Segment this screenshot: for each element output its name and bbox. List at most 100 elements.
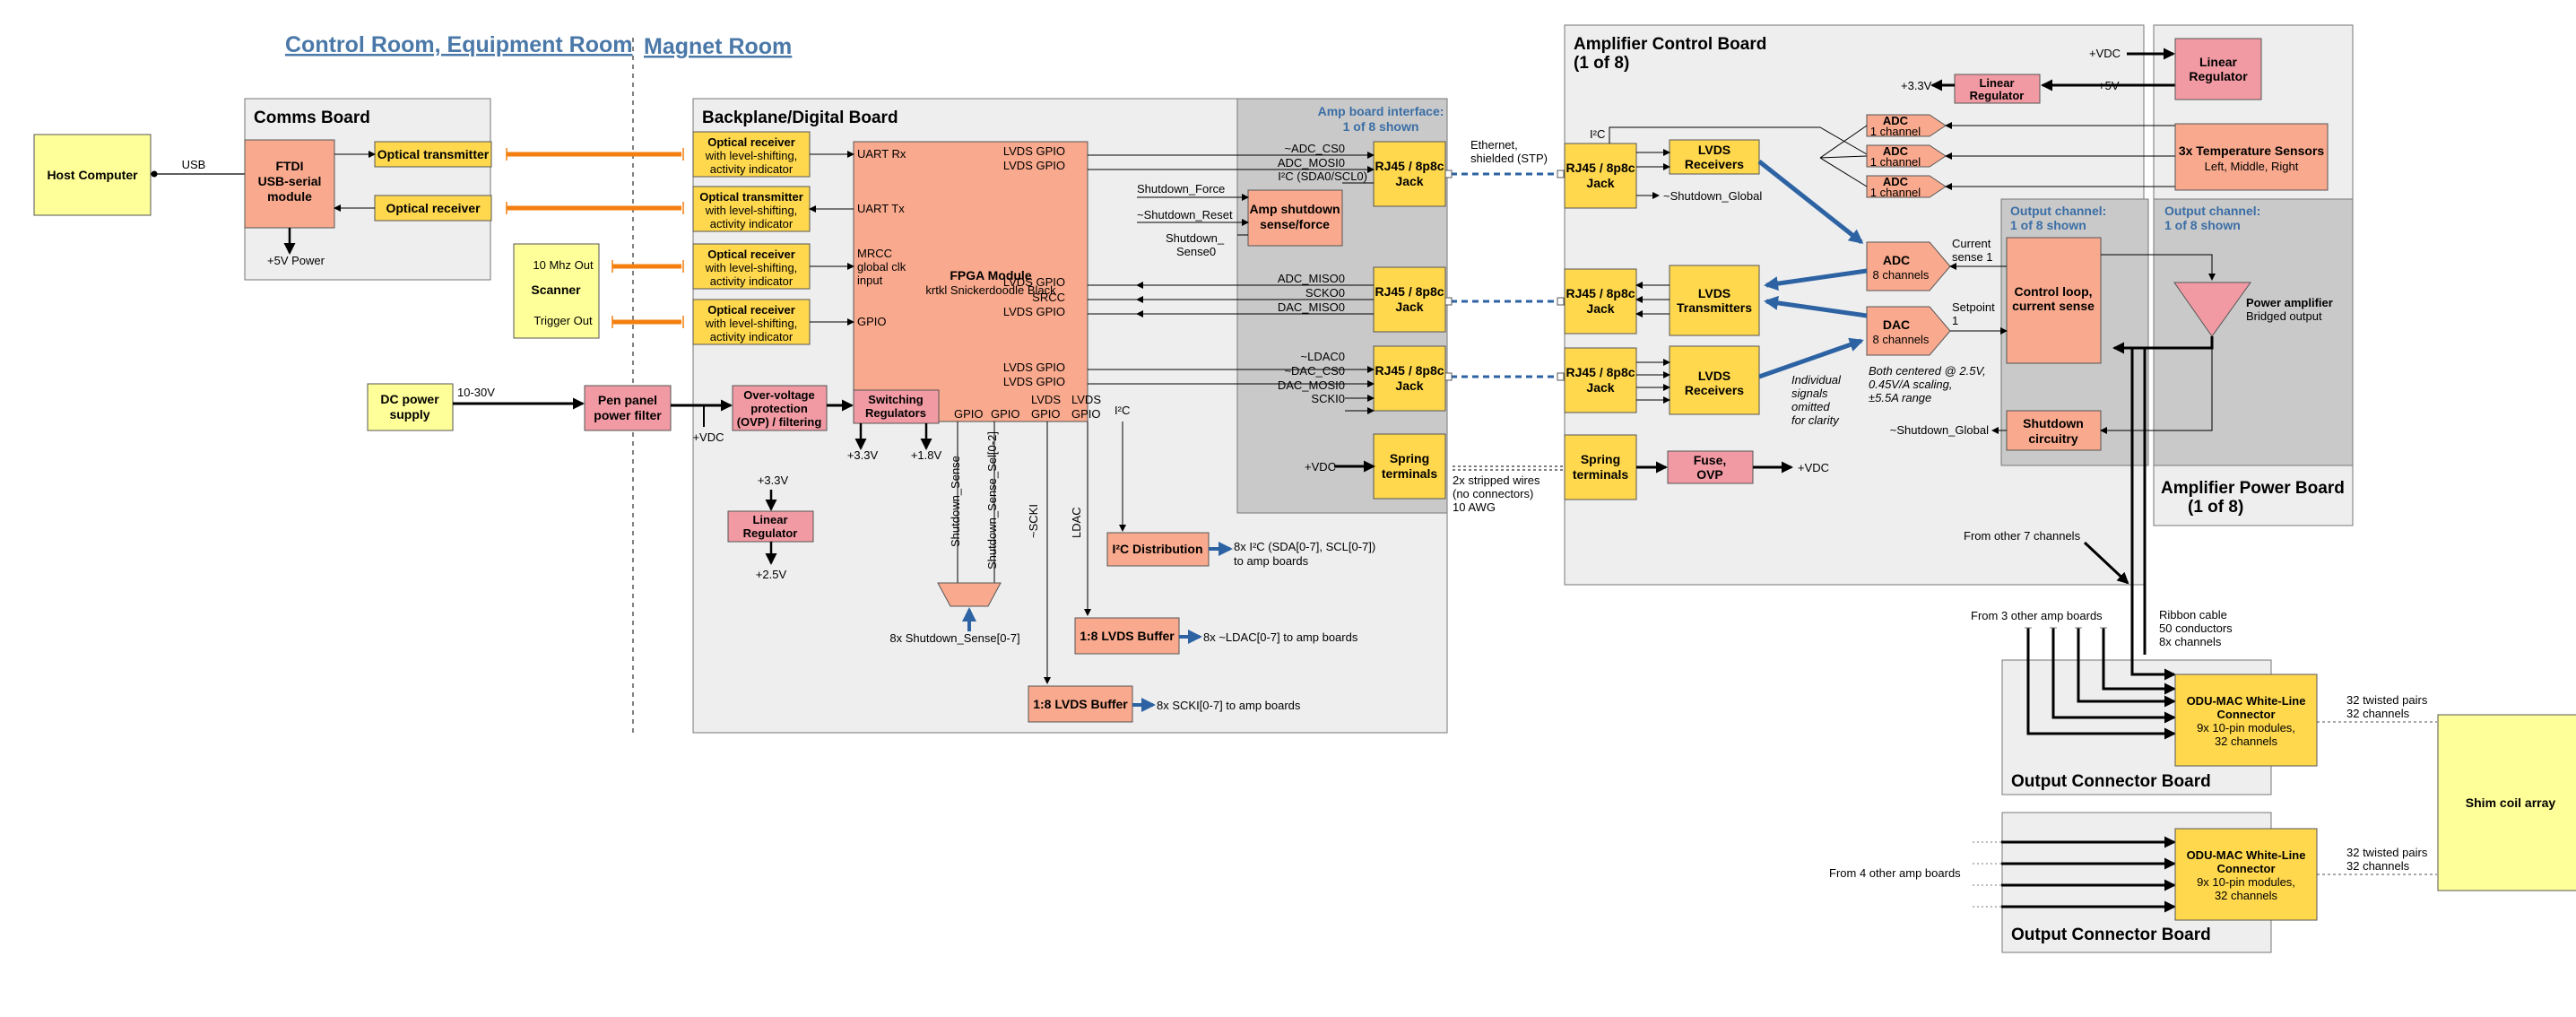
- i2c-sda0-label: I²C (SDA0/SCL0): [1278, 170, 1367, 183]
- svg-text:GPIO: GPIO: [1031, 407, 1061, 421]
- svg-text:Linear: Linear: [1979, 76, 2014, 90]
- output-connector-board-2-title: Output Connector Board: [2011, 926, 2211, 944]
- ribbon-lines-board-1: [2026, 628, 2176, 740]
- fpga-uart-tx-pin: UART Tx: [857, 202, 905, 215]
- shutdown-circuitry-block: Shutdown circuitry: [2006, 410, 2102, 451]
- shutdown-sense0-label-2: Sense0: [1176, 245, 1216, 258]
- vdc-label-amp: +VDC: [1798, 461, 1829, 474]
- svg-text:LVDS: LVDS: [1698, 143, 1730, 157]
- svg-text:sense/force: sense/force: [1260, 217, 1330, 231]
- over-voltage-protection-block: Over-voltage protection (OVP) / filterin…: [732, 385, 828, 431]
- svg-text:LVDS GPIO: LVDS GPIO: [1003, 159, 1065, 172]
- svg-text:Jack: Jack: [1395, 378, 1423, 393]
- current-sense-label-1: Current: [1952, 237, 1991, 250]
- vdc-label-backplane: +VDC: [692, 430, 724, 444]
- optical-receiver-clk-block: Optical receiver with level-shifting, ac…: [692, 243, 811, 290]
- usb-label: USB: [182, 158, 206, 171]
- ethernet-label-2: shielded (STP): [1470, 152, 1548, 165]
- shutdown-sense-07-label: 8x Shutdown_Sense[0-7]: [889, 631, 1019, 645]
- amp-to-shutdown-line: [2100, 336, 2213, 434]
- odu-mac-connector-1: ODU-MAC White-Line Connector 9x 10-pin m…: [2174, 674, 2318, 767]
- svg-text:DAC: DAC: [1883, 317, 1910, 332]
- twisted-label-2a: 32 twisted pairs: [2346, 846, 2428, 859]
- svg-text:Optical receiver: Optical receiver: [386, 201, 481, 215]
- shutdown-force-label: Shutdown_Force: [1137, 182, 1225, 196]
- svg-text:Control loop,: Control loop,: [2014, 284, 2092, 299]
- svg-text:Jack: Jack: [1586, 301, 1614, 316]
- scki-vlabel: ~SCKI: [1027, 504, 1040, 538]
- svg-text:current sense: current sense: [2012, 299, 2095, 313]
- adc-mosi0-label: ADC_MOSI0: [1278, 156, 1345, 170]
- fpga-mrcc-pin-1: MRCC: [857, 247, 892, 260]
- rj45-to-lvds-lines: [1635, 149, 1670, 404]
- svg-text:Shim coil array: Shim coil array: [2466, 795, 2556, 810]
- svg-text:(OVP) / filtering: (OVP) / filtering: [737, 415, 822, 429]
- svg-text:Switching: Switching: [868, 393, 923, 406]
- svg-text:terminals: terminals: [1382, 466, 1437, 481]
- svg-text:RJ45 / 8p8c: RJ45 / 8p8c: [1566, 161, 1635, 175]
- fpga-module-block: FPGA Module krtkl Snickerdoodle Black: [853, 141, 1089, 422]
- zone-control-room-label: Control Room, Equipment Room: [285, 32, 632, 57]
- svg-text:LVDS: LVDS: [1031, 393, 1061, 406]
- rj45-jack-interface-3: RJ45 / 8p8c Jack: [1373, 345, 1446, 412]
- scanner-block: 10 Mhz Out Scanner Trigger Out: [513, 243, 600, 339]
- power-amp-label-2: Bridged output: [2246, 309, 2322, 323]
- individual-signals-note-4: for clarity: [1791, 413, 1840, 427]
- svg-text:Regulators: Regulators: [865, 406, 926, 420]
- svg-text:LVDS GPIO: LVDS GPIO: [1003, 144, 1065, 158]
- svg-text:Jack: Jack: [1395, 174, 1423, 188]
- switching-regulators-block: Switching Regulators: [853, 389, 940, 424]
- pen-panel-filter-block: Pen panel power filter: [584, 385, 672, 431]
- optical-transmitter-uart-block: Optical transmitter with level-shifting,…: [692, 186, 811, 232]
- svg-text:GPIO: GPIO: [954, 407, 984, 421]
- svg-text:with level-shifting,: with level-shifting,: [705, 149, 798, 162]
- svg-text:1:8 LVDS Buffer: 1:8 LVDS Buffer: [1080, 629, 1175, 643]
- i2c-out-label-1: 8x I²C (SDA[0-7], SCL[0-7]): [1234, 540, 1375, 553]
- svg-text:circuitry: circuitry: [2028, 431, 2077, 446]
- v1v8-label: +1.8V: [911, 448, 942, 462]
- svg-text:Jack: Jack: [1395, 300, 1423, 314]
- optical-receiver-trigger-block: Optical receiver with level-shifting, ac…: [692, 299, 811, 345]
- svg-text:DC power: DC power: [380, 392, 439, 406]
- ribbon-lines-board-2: [2001, 836, 2176, 913]
- svg-text:ADC: ADC: [1883, 144, 1909, 158]
- svg-text:Optical receiver: Optical receiver: [707, 303, 795, 317]
- individual-signals-note-3: omitted: [1791, 400, 1830, 413]
- svg-text:LVDS GPIO: LVDS GPIO: [1003, 275, 1065, 289]
- dac-miso0-label: DAC_MISO0: [1278, 300, 1345, 314]
- svg-text:protection: protection: [750, 402, 808, 415]
- setpoint-label-1: Setpoint: [1952, 300, 1995, 314]
- individual-signals-note-2: signals: [1791, 387, 1828, 400]
- v3v3-label-linreg: +3.3V: [758, 474, 789, 487]
- svg-text:FPGA Module: FPGA Module: [950, 268, 1031, 282]
- v10-30-label: 10-30V: [457, 386, 495, 399]
- output-connector-board-1-title: Output Connector Board: [2011, 772, 2211, 791]
- lvds-receivers-2-block: LVDS Receivers: [1669, 345, 1760, 415]
- svg-text:ODU-MAC White-Line: ODU-MAC White-Line: [2187, 694, 2306, 708]
- stripped-label-1: 2x stripped wires: [1453, 474, 1540, 487]
- svg-text:USB-serial: USB-serial: [258, 174, 322, 188]
- svg-text:I²C Distribution: I²C Distribution: [1112, 542, 1202, 556]
- rj45-jack-interface-1: RJ45 / 8p8c Jack: [1373, 141, 1446, 207]
- dac-8-channel-block: DAC 8 channels: [1866, 306, 1951, 356]
- rj45-2-signals: [1136, 282, 1374, 317]
- fpga-right-pin-labels: LVDS GPIO LVDS GPIO LVDS GPIO SRCC LVDS …: [1003, 144, 1065, 388]
- svg-text:ADC: ADC: [1883, 253, 1910, 267]
- ribbon-label-3: 8x channels: [2159, 635, 2222, 648]
- svg-text:Regulator: Regulator: [1970, 89, 2025, 102]
- ethernet-label-1: Ethernet,: [1470, 138, 1518, 152]
- svg-text:Spring: Spring: [1581, 452, 1620, 466]
- amp-interface-title: Amp board interface:: [1318, 104, 1444, 118]
- scki0-label: SCKI0: [1311, 392, 1345, 405]
- svg-text:terminals: terminals: [1573, 467, 1628, 482]
- svg-text:LVDS: LVDS: [1698, 369, 1730, 383]
- svg-text:Connector: Connector: [2217, 708, 2276, 721]
- spring-terminals-interface: Spring terminals: [1373, 433, 1446, 500]
- stripped-label-2: (no connectors): [1453, 487, 1533, 500]
- power-amp-label-1: Power amplifier: [2246, 296, 2333, 309]
- svg-text:GPIO: GPIO: [991, 407, 1020, 421]
- svg-text:RJ45 / 8p8c: RJ45 / 8p8c: [1375, 363, 1444, 378]
- i2c-out-label-2: to amp boards: [1234, 554, 1309, 568]
- amp-interface-subtitle: 1 of 8 shown: [1343, 119, 1419, 134]
- ldac-vlabel: LDAC: [1070, 507, 1083, 538]
